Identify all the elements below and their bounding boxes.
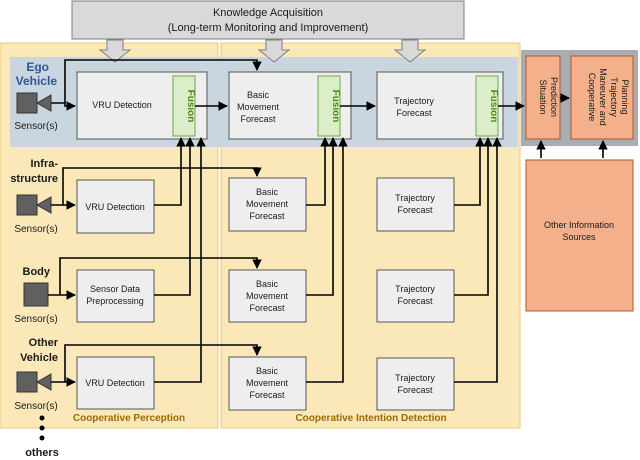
- body-preprocessing-box: Sensor Data Preprocessing: [76, 269, 155, 323]
- more-sources-dots: [39, 415, 45, 441]
- svg-text:Forecast: Forecast: [397, 385, 433, 395]
- other-vehicle-sensor-label: Sensor(s): [14, 401, 57, 412]
- basic-movement-box-body: Basic Movement Forecast: [228, 269, 307, 323]
- svg-text:Situation: Situation: [538, 79, 548, 114]
- fusion-label-2: Fusion: [330, 90, 341, 123]
- svg-text:VRU Detection: VRU Detection: [85, 202, 145, 212]
- block-arrow-1: [98, 39, 132, 63]
- cooperative-perception-label: Cooperative Perception: [73, 413, 185, 424]
- svg-text:Trajectory: Trajectory: [609, 77, 619, 117]
- ego-vru-detection-text: VRU Detection: [92, 100, 152, 110]
- svg-text:Forecast: Forecast: [240, 114, 276, 124]
- body-label: Body: [23, 266, 51, 278]
- situation-prediction-box: Situation Prediction: [525, 55, 561, 140]
- svg-text:Preprocessing: Preprocessing: [86, 296, 144, 306]
- svg-text:VRU Detection: VRU Detection: [85, 378, 145, 388]
- svg-text:Basic: Basic: [256, 279, 279, 289]
- knowledge-acquisition-box: Knowledge Acquisition (Long-term Monitor…: [71, 0, 465, 40]
- svg-text:Maneuver and: Maneuver and: [598, 68, 608, 126]
- cooperative-planning-box: Cooperative Maneuver and Trajectory Plan…: [570, 55, 634, 140]
- other-vehicle-label-line2: Vehicle: [20, 352, 58, 364]
- svg-text:Trajectory: Trajectory: [395, 284, 435, 294]
- svg-text:Trajectory: Trajectory: [395, 373, 435, 383]
- svg-text:Forecast: Forecast: [397, 205, 433, 215]
- svg-text:Trajectory: Trajectory: [395, 193, 435, 203]
- ego-fusion-box-1: Fusion: [172, 75, 196, 137]
- svg-text:Forecast: Forecast: [396, 108, 432, 118]
- knowledge-subtitle: (Long-term Monitoring and Improvement): [168, 22, 369, 34]
- knowledge-title: Knowledge Acquisition: [213, 7, 323, 19]
- cooperative-intention-label: Cooperative Intention Detection: [295, 413, 446, 424]
- knowledge-block-arrows: [98, 39, 427, 63]
- svg-text:Forecast: Forecast: [249, 303, 285, 313]
- svg-text:Sensor Data: Sensor Data: [90, 284, 140, 294]
- body-sensor-icon: [23, 282, 49, 307]
- infrastructure-vru-detection-box: VRU Detection: [76, 179, 155, 234]
- ego-label-line1: Ego: [26, 60, 49, 74]
- svg-text:Other Information: Other Information: [544, 220, 614, 230]
- trajectory-box-infrastructure: Trajectory Forecast: [376, 177, 455, 232]
- body-sensor-label: Sensor(s): [14, 314, 57, 325]
- infrastructure-sensor-icon: [16, 194, 52, 216]
- trajectory-box-other-vehicle: Trajectory Forecast: [376, 357, 455, 411]
- ego-sensor-icon: [16, 92, 52, 114]
- svg-text:Forecast: Forecast: [249, 211, 285, 221]
- ego-label-line2: Vehicle: [16, 74, 58, 88]
- fusion-label-3: Fusion: [488, 90, 499, 123]
- svg-text:Movement: Movement: [246, 378, 289, 388]
- others-label: others: [25, 447, 59, 459]
- infrastructure-label-line2: structure: [10, 173, 58, 185]
- infrastructure-sensor-label: Sensor(s): [14, 224, 57, 235]
- ego-sensor-label: Sensor(s): [14, 121, 57, 132]
- basic-movement-box-infrastructure: Basic Movement Forecast: [228, 177, 307, 232]
- other-information-sources-box: Other Information Sources: [525, 159, 634, 312]
- block-arrow-2: [257, 39, 291, 63]
- basic-movement-box-other-vehicle: Basic Movement Forecast: [228, 356, 307, 411]
- svg-text:Cooperative: Cooperative: [587, 73, 597, 122]
- svg-text:Movement: Movement: [246, 199, 289, 209]
- svg-text:Prediction: Prediction: [549, 77, 559, 117]
- svg-text:Movement: Movement: [246, 291, 289, 301]
- svg-text:Sources: Sources: [562, 232, 596, 242]
- infrastructure-label-line1: Infra-: [31, 158, 59, 170]
- svg-text:Planning: Planning: [620, 79, 630, 114]
- svg-text:Basic: Basic: [256, 366, 279, 376]
- fusion-label-1: Fusion: [185, 90, 196, 123]
- other-vehicle-sensor-icon: [16, 371, 52, 393]
- block-arrow-3: [393, 39, 427, 63]
- other-vehicle-vru-detection-box: VRU Detection: [76, 356, 155, 410]
- svg-text:Movement: Movement: [237, 102, 280, 112]
- ego-fusion-box-2: Fusion: [317, 75, 341, 137]
- ego-fusion-box-3: Fusion: [475, 75, 499, 137]
- svg-text:Forecast: Forecast: [397, 296, 433, 306]
- other-vehicle-label-line1: Other: [29, 337, 59, 349]
- svg-text:Basic: Basic: [256, 187, 279, 197]
- svg-text:Basic: Basic: [247, 90, 270, 100]
- trajectory-box-body: Trajectory Forecast: [376, 269, 455, 323]
- svg-text:Trajectory: Trajectory: [394, 96, 434, 106]
- connectors: [48, 59, 608, 387]
- svg-text:Forecast: Forecast: [249, 390, 285, 400]
